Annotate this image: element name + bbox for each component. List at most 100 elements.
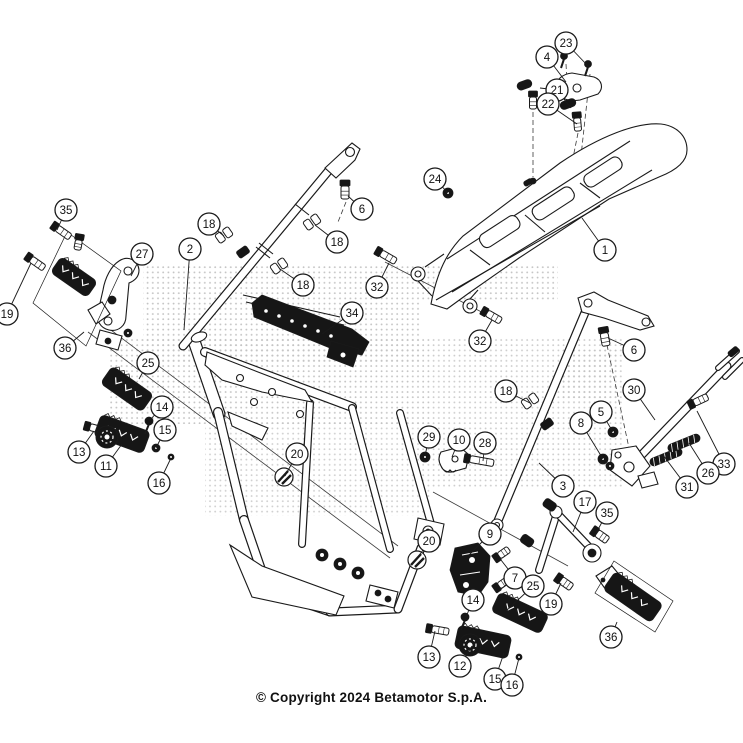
callout-19-43: 19 [539,592,563,616]
svg-text:7: 7 [512,573,518,585]
svg-text:22: 22 [542,99,555,111]
part-brace-bracket [236,142,554,431]
svg-text:11: 11 [100,461,112,473]
callout-19-13: 19 [0,302,19,326]
svg-text:18: 18 [500,386,513,398]
svg-text:24: 24 [429,174,442,186]
svg-text:12: 12 [454,661,467,673]
svg-text:17: 17 [579,497,592,509]
assembly-boxes [32,231,674,633]
svg-text:18: 18 [297,280,310,292]
callout-26-35: 26 [696,461,720,485]
callout-6-5: 6 [350,197,374,221]
callout-28-27: 28 [473,431,497,455]
callout-23-0: 23 [554,31,578,55]
svg-text:10: 10 [453,435,466,447]
svg-text:35: 35 [60,205,73,217]
svg-text:28: 28 [479,438,492,450]
svg-text:3: 3 [560,481,566,493]
part-kickstand [577,291,740,489]
callout-3-32: 3 [551,474,575,498]
svg-text:16: 16 [506,680,519,692]
svg-text:15: 15 [159,425,172,437]
svg-text:32: 32 [474,336,487,348]
svg-text:32: 32 [371,282,384,294]
callout-29-25: 29 [417,425,441,449]
callout-2-9: 2 [178,237,202,261]
callout-22-3: 22 [536,92,560,116]
svg-text:6: 6 [359,204,365,216]
svg-text:14: 14 [467,595,480,607]
watermark-dots [108,265,622,516]
callout-27-10: 27 [130,242,154,266]
callout-36-16: 36 [53,336,77,360]
svg-text:4: 4 [544,52,551,64]
svg-text:27: 27 [136,249,149,261]
copyright-text: © Copyright 2024 Betamotor S.p.A. [255,690,488,705]
callout-24-4: 24 [423,167,447,191]
callout-1-6: 1 [593,238,617,262]
svg-text:8: 8 [578,418,584,430]
svg-text:19: 19 [545,599,558,611]
callout-6-18: 6 [622,338,646,362]
part-main-frame-details [190,331,445,616]
svg-text:1: 1 [602,245,608,257]
callout-31-36: 31 [675,475,699,499]
callout-25-42: 25 [521,574,545,598]
callout-14-44: 14 [461,588,485,612]
svg-text:19: 19 [1,309,14,321]
svg-text:18: 18 [203,219,216,231]
svg-text:23: 23 [560,38,573,50]
callout-35-38: 35 [595,501,619,525]
callout-36-45: 36 [599,625,623,649]
part-guide-bracket [449,542,491,597]
callout-30-19: 30 [622,378,646,402]
callout-18-20: 18 [494,379,518,403]
callout-16-33: 16 [147,471,171,495]
svg-text:2: 2 [187,244,193,256]
callout-20-29: 20 [285,442,309,466]
callout-34-15: 34 [340,301,364,325]
svg-text:25: 25 [527,581,540,593]
callout-9-39: 9 [478,522,502,546]
svg-text:36: 36 [59,343,72,355]
svg-text:33: 33 [718,459,731,471]
svg-text:31: 31 [681,482,694,494]
part-right-hanger [519,498,602,563]
svg-text:34: 34 [346,308,359,320]
part-subframe [410,123,688,314]
svg-text:13: 13 [73,447,86,459]
svg-text:6: 6 [631,345,637,357]
part-small-bracket [438,446,470,473]
svg-text:18: 18 [331,237,344,249]
callout-25-17: 25 [136,351,160,375]
callout-13-28: 13 [67,440,91,464]
callout-20-40: 20 [417,529,441,553]
svg-text:26: 26 [702,468,715,480]
callout-32-14: 32 [365,275,389,299]
svg-text:15: 15 [489,674,502,686]
callout-14-21: 14 [150,395,174,419]
callout-18-12: 18 [291,273,315,297]
callout-11-31: 11 [94,454,118,478]
callout-4-1: 4 [535,45,559,69]
svg-text:16: 16 [153,478,166,490]
callout-12-47: 12 [448,654,472,678]
svg-text:9: 9 [487,529,493,541]
callout-15-24: 15 [153,418,177,442]
svg-text:36: 36 [605,632,618,644]
callout-16-49: 16 [500,673,524,697]
svg-text:30: 30 [628,385,641,397]
small-parts [23,90,709,661]
svg-text:20: 20 [291,449,304,461]
part-chain-guide [242,294,370,368]
callout-18-11: 18 [325,230,349,254]
callout-32-30: 32 [468,329,492,353]
svg-text:25: 25 [142,358,155,370]
callout-10-26: 10 [447,428,471,452]
callout-8-23: 8 [569,411,593,435]
callout-5-22: 5 [589,400,613,424]
